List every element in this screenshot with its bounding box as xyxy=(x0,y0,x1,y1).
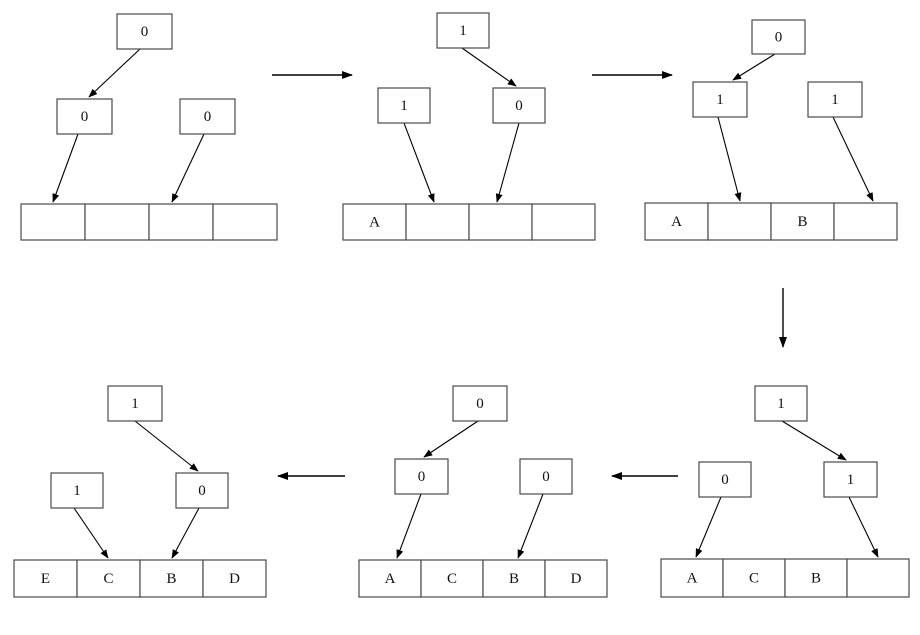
tree-node-box[interactable] xyxy=(452,385,508,422)
pointer-arrow xyxy=(52,133,79,203)
tree-node-label: 1 xyxy=(777,396,785,412)
tree-node-box[interactable] xyxy=(823,461,878,498)
tree-node-box[interactable] xyxy=(394,458,449,495)
tree-node-label: 1 xyxy=(73,483,81,499)
array-cell[interactable] xyxy=(531,203,596,241)
tree-node-label: 1 xyxy=(716,92,724,108)
tree-node-box[interactable] xyxy=(50,472,104,509)
tree-node-box[interactable] xyxy=(698,461,752,498)
edges-layer xyxy=(52,47,879,559)
array-cell[interactable] xyxy=(544,559,608,598)
tree-node-box[interactable] xyxy=(492,87,546,124)
pointer-arrow xyxy=(403,122,435,203)
array-cell[interactable] xyxy=(148,203,214,241)
tree-node-box[interactable] xyxy=(179,98,236,135)
array-cell-label: B xyxy=(797,214,807,230)
array-cell-label: A xyxy=(369,214,380,230)
tree-node-label: 0 xyxy=(204,109,212,125)
array-cell-label: A xyxy=(671,214,682,230)
tree-node-label: 0 xyxy=(476,396,484,412)
tree-node-label: 1 xyxy=(847,472,855,488)
tree-node-box[interactable] xyxy=(751,19,806,55)
array-cell[interactable] xyxy=(770,202,835,241)
tree-node-box[interactable] xyxy=(107,385,163,422)
tree-node-label: 0 xyxy=(81,109,89,125)
tree-node-box[interactable] xyxy=(175,472,229,509)
tree-node-label: 0 xyxy=(198,483,206,499)
tree-node-label: 1 xyxy=(131,396,139,412)
array-cell[interactable] xyxy=(13,559,78,598)
pointer-arrow xyxy=(171,507,200,559)
tree-node-box[interactable] xyxy=(116,13,173,50)
array-cell-label: D xyxy=(571,571,582,587)
pointer-arrow xyxy=(695,496,722,558)
array-cell-label: E xyxy=(41,571,50,587)
tree-node-box[interactable] xyxy=(754,385,808,422)
pointer-arrow xyxy=(461,47,517,87)
array-cell[interactable] xyxy=(358,559,422,598)
tree-node-label: 0 xyxy=(775,29,783,45)
flow-arrows-layer xyxy=(272,71,787,480)
tree-node-box[interactable] xyxy=(436,12,490,49)
array-cell[interactable] xyxy=(833,202,898,241)
array-cell-label: B xyxy=(166,571,176,587)
arrays-layer: A A B A C B A C B D E C B D xyxy=(13,202,910,598)
tree-node-label: 0 xyxy=(418,469,426,485)
pointer-arrow xyxy=(134,420,199,472)
array-cell-label: C xyxy=(447,571,457,587)
tree-node-label: 1 xyxy=(400,98,408,114)
array-cell[interactable] xyxy=(644,202,709,241)
tree-node-box[interactable] xyxy=(692,81,748,118)
pointer-arrow xyxy=(717,116,742,202)
pointer-arrow xyxy=(73,507,109,559)
pointer-arrow xyxy=(517,493,544,559)
tree-node-box[interactable] xyxy=(519,458,573,495)
pointer-arrow xyxy=(171,133,205,203)
array-cell[interactable] xyxy=(405,203,470,241)
array-cell[interactable] xyxy=(482,559,546,598)
array-cell-label: C xyxy=(749,570,759,586)
tree-node-label: 0 xyxy=(141,24,149,40)
tree-node-label: 0 xyxy=(721,472,729,488)
tree-node-label: 1 xyxy=(831,92,839,108)
array-cell[interactable] xyxy=(202,559,267,598)
pointer-arrow xyxy=(495,122,520,203)
array-cell-label: A xyxy=(385,571,396,587)
tree-node-label: 0 xyxy=(515,98,523,114)
pointer-arrow xyxy=(732,53,776,81)
tree-node-box[interactable] xyxy=(56,98,113,135)
array-cell[interactable] xyxy=(139,559,204,598)
array-cell-label: D xyxy=(229,571,240,587)
array-cell[interactable] xyxy=(846,558,910,598)
array-cell[interactable] xyxy=(468,203,533,241)
array-cell[interactable] xyxy=(76,559,141,598)
tree-node-label: 1 xyxy=(459,23,467,39)
pointer-arrow xyxy=(396,493,422,559)
pointer-arrow xyxy=(832,116,874,202)
array-cell-label: B xyxy=(509,571,519,587)
tree-node-box[interactable] xyxy=(377,87,431,124)
array-cell-label: B xyxy=(811,570,821,586)
array-cell[interactable] xyxy=(784,558,848,598)
tree-node-label: 0 xyxy=(542,469,550,485)
pointer-arrow xyxy=(423,420,479,458)
pointer-arrow xyxy=(88,48,141,98)
array-cell-label: C xyxy=(103,571,113,587)
pointer-arrow xyxy=(781,420,847,461)
array-cell[interactable] xyxy=(212,203,278,241)
tree-node-box[interactable] xyxy=(807,81,863,118)
array-cell-label: A xyxy=(687,570,698,586)
array-cell[interactable] xyxy=(707,202,772,241)
pointer-arrow xyxy=(848,496,879,558)
array-cell[interactable] xyxy=(20,203,86,241)
array-cell[interactable] xyxy=(84,203,150,241)
nodes-layer: 0 0 0 1 1 0 0 1 1 1 0 1 0 0 0 1 1 0 xyxy=(50,12,878,509)
array-cell[interactable] xyxy=(420,559,484,598)
